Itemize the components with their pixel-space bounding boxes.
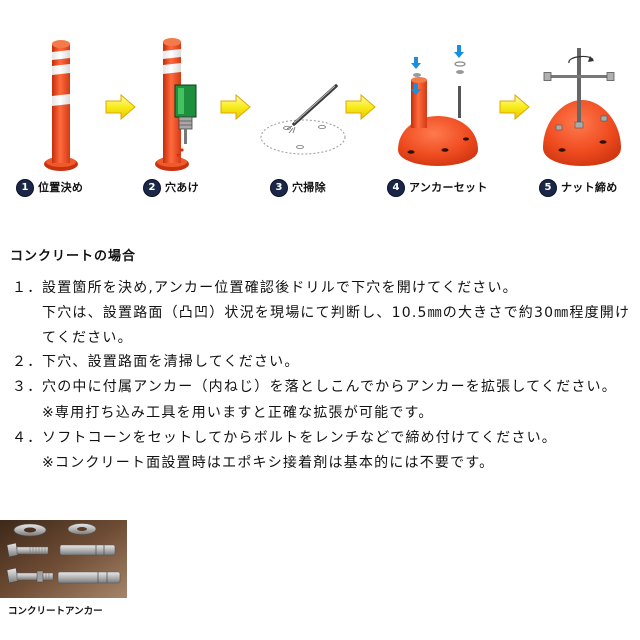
list-marker: ２． [12,354,42,370]
washer [13,523,47,537]
arrow-right-icon [105,93,136,121]
pole-top [163,38,181,46]
bolt [458,86,461,118]
step-label-drilling: 穴あけ [165,181,199,194]
step-3-cleaning-illustration [260,84,346,155]
list-marker: １． [12,280,42,296]
step-4-anchor-set-illustration [398,45,478,166]
arrow-right-icon [499,93,530,121]
anchor [59,544,116,556]
reflective-band [163,49,181,59]
nut [555,124,563,131]
step-label-nut-tightening: ナット締め [561,181,618,194]
instruction-line: ソフトコーンをセットしてからボルトをレンチなどで締め付けてください。 [42,430,557,446]
step-label-positioning: 位置決め [38,181,84,194]
instruction-line: 穴の中に付属アンカー（内ねじ）を落としこんでからアンカーを拡張してください。 [42,379,617,395]
instruction-note: ※コンクリート面設置時はエポキシ接着剤は基本的には不要です。 [42,455,495,471]
step-number-badge: 5 [540,180,556,196]
reflective-band [52,64,70,75]
pole-top [52,40,70,48]
photo-caption: コンクリートアンカー [8,606,103,617]
step-2-drilling-illustration [155,38,197,171]
bolt [6,542,49,558]
reflective-band [163,63,181,74]
cone-base [398,116,478,166]
wrench-icon [543,48,615,129]
anchor-hole [599,140,607,144]
reflective-band [52,94,70,106]
arrow-down-icon [411,57,421,69]
rotate-icon [568,55,594,64]
washer [67,523,97,535]
section-heading: コンクリートの場合 [10,249,137,264]
instruction-line: てください。 [42,330,133,346]
arrow-right-icon [345,93,376,121]
concrete-anchor-photo [0,520,127,598]
instruction-line: 下穴は、設置路面（凸凹）状況を現場にて判断し、10.5㎜の大きさで約30㎜程度開… [42,305,631,321]
anchor [57,571,121,584]
step-label-anchor-set: アンカーセット [409,181,488,194]
instruction-note: ※専用打ち込み工具を用いますと正確な拡張が可能です。 [42,405,434,421]
cleaning-brush-icon [286,84,338,134]
drilled-hole [283,126,291,131]
step-5-nut-tightening-illustration [543,48,621,166]
step-number-badge: 1 [17,180,33,196]
reflective-band [52,50,70,60]
instruction-line: 下穴、設置路面を清掃してください。 [42,354,300,370]
anchor-hole [463,137,469,141]
installation-steps-diagram [44,38,621,171]
cone-base [543,100,621,166]
step-number-badge: 2 [144,180,160,196]
nut [413,73,421,77]
list-marker: ４． [12,430,42,446]
step-1-pole-illustration [44,40,78,171]
step-number-badge: 4 [388,180,404,196]
drilled-hole [296,144,304,149]
pole-post [411,80,427,128]
drilled-hole [318,125,326,130]
instruction-line: 設置箇所を決め,アンカー位置確認後ドリルで下穴を開けてください。 [42,280,518,296]
washer [454,61,466,67]
drill-icon [174,84,197,144]
arrow-right-icon [220,93,251,121]
step-number-badge: 3 [271,180,287,196]
list-marker: ３． [12,379,42,395]
anchor-hole [407,150,415,154]
washer [456,70,464,74]
arrow-down-icon [454,45,464,58]
bolt [6,567,54,584]
nut [600,115,608,122]
work-area [260,119,346,155]
anchor-hole [558,148,566,152]
anchor-hole [441,148,449,152]
step-label-cleaning: 穴掃除 [292,181,326,194]
arrow-down-icon [411,83,421,95]
